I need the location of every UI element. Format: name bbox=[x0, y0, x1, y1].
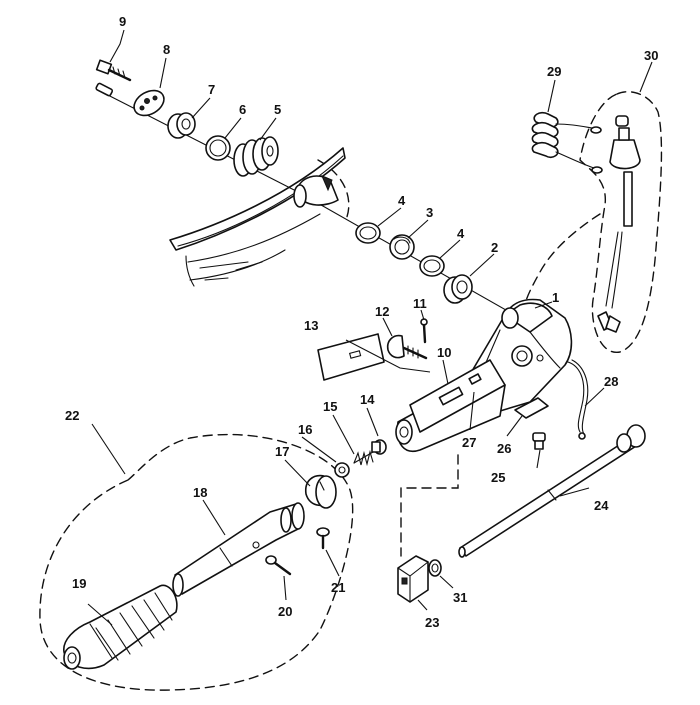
part-9-bolt bbox=[95, 59, 132, 82]
callout-28: 28 bbox=[604, 374, 618, 389]
part-26-plate bbox=[514, 397, 549, 419]
group-outline-30 bbox=[579, 91, 663, 353]
part-31-clip bbox=[428, 559, 442, 577]
part-4-ring-lower bbox=[419, 255, 445, 277]
part-19-throttle-grip bbox=[63, 584, 178, 670]
callout-21: 21 bbox=[331, 580, 345, 595]
part-15-spring bbox=[353, 449, 374, 467]
callout-27: 27 bbox=[462, 435, 476, 450]
part-12-friction-bolt bbox=[386, 334, 428, 360]
part-4-ring-upper bbox=[355, 222, 381, 244]
part-30-stop-switch bbox=[597, 115, 641, 333]
part-20-screw bbox=[265, 555, 292, 576]
callout-19: 19 bbox=[72, 576, 86, 591]
callout-2: 2 bbox=[491, 240, 498, 255]
part-13-decal-mark bbox=[348, 350, 362, 359]
part-29-lanyard bbox=[531, 111, 603, 174]
part-21-screw bbox=[316, 527, 330, 550]
callout-30: 30 bbox=[644, 48, 658, 63]
connector-routing-dashed bbox=[400, 454, 459, 557]
callout-17: 17 bbox=[275, 444, 289, 459]
callout-29: 29 bbox=[547, 64, 561, 79]
part-8-plate bbox=[133, 89, 165, 117]
callout-10: 10 bbox=[437, 345, 451, 360]
callout-3: 3 bbox=[426, 205, 433, 220]
callout-31: 31 bbox=[453, 590, 467, 605]
callout-9: 9 bbox=[119, 14, 126, 29]
callout-7: 7 bbox=[208, 82, 215, 97]
callout-25: 25 bbox=[491, 470, 505, 485]
part-2-bushing bbox=[443, 274, 473, 304]
callout-23: 23 bbox=[425, 615, 439, 630]
callout-16: 16 bbox=[298, 422, 312, 437]
callout-1: 1 bbox=[552, 290, 559, 305]
cable-cone-fitting bbox=[293, 175, 339, 208]
cowling-fragment bbox=[169, 147, 346, 287]
callout-26: 26 bbox=[497, 441, 511, 456]
part-17-collar bbox=[304, 474, 337, 509]
part-11-pin bbox=[420, 318, 428, 344]
group-outline-22 bbox=[39, 433, 354, 691]
callout-18: 18 bbox=[193, 485, 207, 500]
part-6-o-ring-inner bbox=[209, 139, 227, 157]
part-25-screw bbox=[532, 432, 546, 450]
part-16-washer bbox=[334, 462, 350, 478]
callout-6: 6 bbox=[239, 102, 246, 117]
callout-11: 11 bbox=[413, 296, 427, 311]
callout-4-upper: 4 bbox=[398, 193, 406, 208]
callout-labels: 9 8 7 6 5 4 3 4 2 1 29 30 12 11 13 10 14… bbox=[65, 14, 658, 630]
callout-24: 24 bbox=[594, 498, 609, 513]
callout-5: 5 bbox=[274, 102, 281, 117]
callout-14: 14 bbox=[360, 392, 375, 407]
part-27-tiller-arm bbox=[395, 359, 506, 452]
wire-routing-dashed bbox=[523, 213, 601, 311]
callout-8: 8 bbox=[163, 42, 170, 57]
callout-4-lower: 4 bbox=[457, 226, 465, 241]
part-7-bushing bbox=[167, 112, 196, 139]
cable-end bbox=[95, 82, 114, 97]
part-14-plug bbox=[371, 439, 387, 455]
callout-20: 20 bbox=[278, 604, 292, 619]
callout-12: 12 bbox=[375, 304, 389, 319]
part-28-terminal bbox=[578, 432, 586, 440]
part-24-rod bbox=[458, 424, 646, 558]
part-28-wire bbox=[567, 361, 585, 433]
part-3-clip bbox=[389, 234, 415, 260]
part-28-wire-2 bbox=[571, 359, 589, 435]
part-16-washer-hole bbox=[338, 466, 346, 474]
callout-13: 13 bbox=[304, 318, 318, 333]
leader-lines bbox=[87, 29, 653, 626]
callout-15: 15 bbox=[323, 399, 337, 414]
part-5-grommet bbox=[233, 136, 279, 177]
part-18-throttle-shaft bbox=[172, 502, 305, 597]
callout-22: 22 bbox=[65, 408, 79, 423]
part-23-connector bbox=[397, 555, 429, 603]
